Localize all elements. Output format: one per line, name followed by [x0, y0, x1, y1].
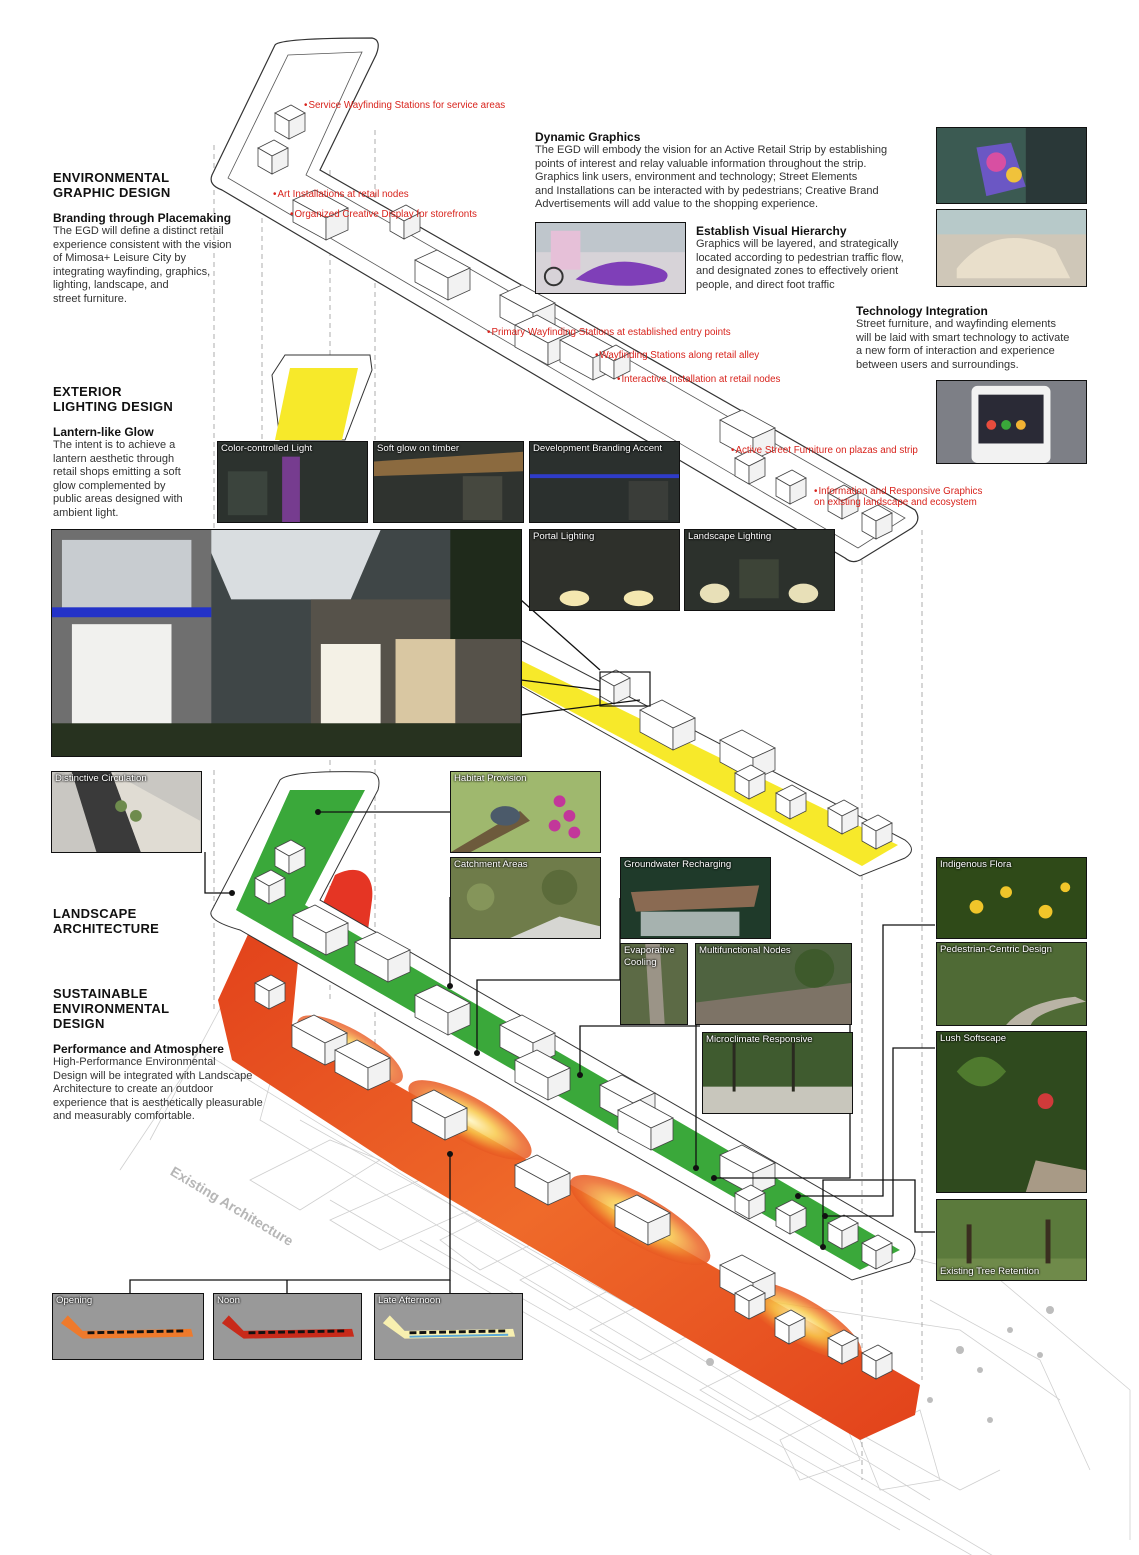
photo-landscape-lighting: Landscape Lighting — [684, 529, 835, 611]
lighting-heading: EXTERIOR LIGHTING DESIGN — [53, 384, 174, 414]
photo-distinctive-circulation: Distinctive Circulation — [51, 771, 202, 853]
photo-development-branding: Development Branding Accent — [529, 441, 680, 523]
photo-indigenous-flora: Indigenous Flora — [936, 857, 1087, 939]
dynamic-graphics-title: Dynamic Graphics — [535, 130, 641, 144]
annotation-creative-display: Organized Creative Display for storefron… — [290, 209, 476, 220]
photo-smart-kiosk — [936, 380, 1087, 464]
photo-color-controlled-light: Color-controlled Light — [217, 441, 368, 523]
photo-portal-lighting: Portal Lighting — [529, 529, 680, 611]
photo-colorful-sculpture — [936, 127, 1087, 204]
sustainable-body: High-Performance Environmental Design wi… — [53, 1056, 263, 1123]
photo-evaporative-cooling: Evaporative Cooling — [620, 943, 688, 1025]
caption-landscape-lighting: Landscape Lighting — [688, 531, 772, 542]
caption-thermal-late-afternoon: Late Afternoon — [378, 1295, 441, 1306]
caption-thermal-opening: Opening — [56, 1295, 93, 1306]
photo-existing-tree-retention: Existing Tree Retention — [936, 1199, 1087, 1281]
caption-distinctive-circulation: Distinctive Circulation — [55, 773, 147, 784]
annotation-street-furniture: Active Street Furniture on plazas and st… — [731, 445, 917, 456]
photo-pedestrian-centric-design: Pedestrian-Centric Design — [936, 942, 1087, 1026]
egd-subheading: Branding through Placemaking — [53, 211, 232, 225]
photo-lush-softscape: Lush Softscape — [936, 1031, 1087, 1193]
caption-portal-lighting: Portal Lighting — [533, 531, 595, 542]
annotation-wayfinding-alley: Wayfinding Stations along retail alley — [595, 350, 759, 361]
thermal-panel-noon: Noon — [213, 1293, 362, 1360]
technology-title: Technology Integration — [856, 304, 988, 318]
caption-existing-tree-retention: Existing Tree Retention — [940, 1266, 1040, 1277]
caption-thermal-noon: Noon — [217, 1295, 240, 1306]
egd-body: The EGD will define a distinct retail ex… — [53, 225, 232, 305]
photo-soft-glow-timber: Soft glow on timber — [373, 441, 524, 523]
annotation-service-wayfinding: Service Wayfinding Stations for service … — [304, 100, 505, 111]
visual-hierarchy-body: Graphics will be layered, and strategica… — [696, 238, 904, 291]
thermal-layer — [218, 869, 920, 1440]
zoom-callout-box — [599, 671, 651, 707]
caption-habitat-provision: Habitat Provision — [454, 773, 527, 784]
photo-microclimate-responsive: Microclimate Responsive — [702, 1032, 853, 1114]
lighting-body: The intent is to achieve a lantern aesth… — [53, 439, 183, 519]
technology-body: Street furniture, and wayfinding element… — [856, 318, 1070, 371]
annotation-primary-wayfinding: Primary Wayfinding Stations at establish… — [487, 327, 730, 338]
sustainable-subheading: Performance and Atmosphere — [53, 1042, 224, 1056]
leader-dots — [229, 809, 828, 1250]
thermal-panel-late-afternoon: Late Afternoon — [374, 1293, 523, 1360]
existing-site-dots — [706, 1306, 1054, 1423]
annotation-interactive-installation: Interactive Installation at retail nodes — [617, 374, 780, 385]
photo-catchment-areas: Catchment Areas — [450, 857, 601, 939]
render-night-retail-alley — [51, 529, 522, 757]
caption-soft-glow-timber: Soft glow on timber — [377, 443, 460, 454]
photo-pavilion — [936, 209, 1087, 287]
dynamic-graphics-body: The EGD will embody the vision for an Ac… — [535, 144, 888, 211]
caption-microclimate-responsive: Microclimate Responsive — [706, 1034, 813, 1045]
landscape-heading: LANDSCAPE ARCHITECTURE — [53, 906, 160, 936]
photo-habitat-provision: Habitat Provision — [450, 771, 601, 853]
caption-multifunctional-nodes: Multifunctional Nodes — [699, 945, 791, 956]
landscape-layer — [210, 771, 916, 1281]
caption-evaporative-cooling: Evaporative Cooling — [624, 945, 675, 968]
caption-color-controlled-light: Color-controlled Light — [221, 443, 313, 454]
caption-indigenous-flora: Indigenous Flora — [940, 859, 1012, 870]
photo-multifunctional-nodes: Multifunctional Nodes — [695, 943, 852, 1025]
caption-lush-softscape: Lush Softscape — [940, 1033, 1007, 1044]
annotation-responsive-graphics: Information and Responsive Graphics on e… — [814, 486, 982, 508]
annotation-art-installations: Art Installations at retail nodes — [273, 189, 408, 200]
thermal-panel-opening: Opening — [52, 1293, 204, 1360]
photo-purple-bench — [535, 222, 686, 294]
lighting-subheading: Lantern-like Glow — [53, 425, 154, 439]
caption-catchment-areas: Catchment Areas — [454, 859, 528, 870]
photo-groundwater-recharging: Groundwater Recharging — [620, 857, 771, 939]
caption-pedestrian-centric-design: Pedestrian-Centric Design — [940, 944, 1052, 955]
visual-hierarchy-title: Establish Visual Hierarchy — [696, 224, 847, 238]
sustainable-heading: SUSTAINABLE ENVIRONMENTAL DESIGN — [53, 986, 170, 1031]
caption-development-branding: Development Branding Accent — [533, 443, 663, 454]
caption-groundwater-recharging: Groundwater Recharging — [624, 859, 732, 870]
egd-heading: ENVIRONMENTAL GRAPHIC DESIGN — [53, 170, 171, 200]
egd-layer — [210, 37, 919, 563]
lighting-layer — [271, 354, 912, 877]
